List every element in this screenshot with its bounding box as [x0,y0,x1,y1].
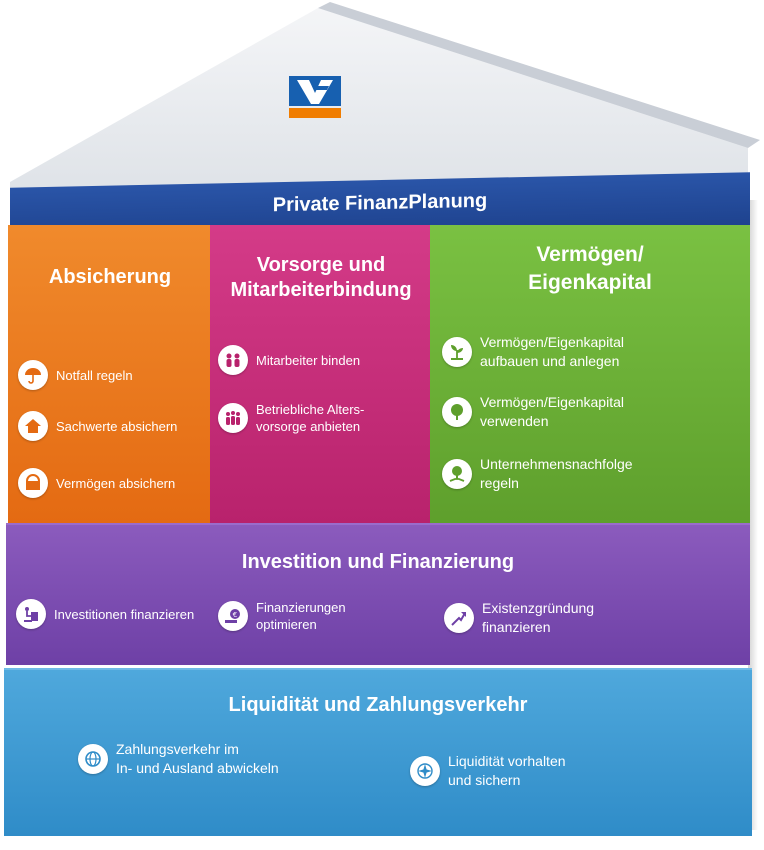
list-item: € Finanzierungen optimieren [218,599,346,633]
item-label: Zahlungsverkehr im In- und Ausland abwic… [116,741,279,776]
bank-logo [289,76,341,118]
list-item: Liquidität vorhalten und sichern [410,752,566,790]
column-title: Absicherung [48,266,172,288]
liquidity-title: Liquidität und Zahlungsverkehr [228,694,528,716]
item-label: Sachwerte absichern [56,418,178,434]
investment-band: Investition und Finanzierung Investition… [6,523,750,665]
people-icon [218,345,248,375]
tree-handover-icon [442,459,472,489]
machine-icon [16,599,46,629]
item-label: Unternehmensnachfolge regeln [480,456,633,491]
list-item: Existenzgründung finanzieren [444,599,594,637]
item-label: Notfall regeln [56,367,133,383]
globe-icon [78,744,108,774]
item-label: Vermögen absichern [56,475,176,491]
column-title: Vermögen/ Eigenkapital [528,243,652,294]
item-label: Investitionen finanzieren [54,606,195,622]
item-label: Vermögen/Eigenkapital verwenden [480,394,624,429]
coin-icon: € [218,601,248,631]
house-icon [18,411,48,441]
column-vermoegen: Vermögen/ Eigenkapital Vermögen/Eigenkap… [430,225,750,525]
item-label: Betriebliche Alters- vorsorge anbieten [256,402,365,434]
liquidity-band: Liquidität und Zahlungsverkehr Zahlungsv… [4,668,752,836]
investment-title: Investition und Finanzierung [241,551,515,573]
safe-icon [18,468,48,498]
item-label: Finanzierungen optimieren [256,600,346,632]
house-roof [10,2,760,190]
list-item: Zahlungsverkehr im In- und Ausland abwic… [78,740,279,778]
list-item: Vermögen/Eigenkapital verwenden [442,393,624,431]
list-item: Betriebliche Alters- vorsorge anbieten [218,401,364,435]
item-label: Liquidität vorhalten und sichern [448,753,566,788]
header-title: Private FinanzPlanung [272,189,488,217]
growth-arrow-icon [444,603,474,633]
column-absicherung: Absicherung Notfall regeln Sachwerte abs… [8,225,212,525]
list-item: Sachwerte absichern [18,411,177,441]
item-label: Existenzgründung finanzieren [482,600,595,635]
umbrella-icon [18,360,48,390]
item-label: Vermögen/Eigenkapital aufbauen und anleg… [480,334,624,369]
column-vorsorge: Vorsorge und Mitarbeiterbindung Mitarbei… [210,225,432,525]
plant-icon [442,337,472,367]
group-icon [218,403,248,433]
list-item: Notfall regeln [18,360,133,390]
side-shadow [748,200,758,830]
item-label: Mitarbeiter binden [256,352,361,368]
column-title: Vorsorge und Mitarbeiterbindung [230,254,412,301]
list-item: Unternehmensnachfolge regeln [442,455,633,493]
list-item: Vermögen/Eigenkapital aufbauen und anleg… [442,333,624,371]
list-item: Vermögen absichern [18,468,175,498]
tree-icon [442,397,472,427]
list-item: Investitionen finanzieren [16,599,194,629]
list-item: Mitarbeiter binden [218,345,360,375]
svg-text:€: € [233,611,237,619]
compass-icon [410,756,440,786]
